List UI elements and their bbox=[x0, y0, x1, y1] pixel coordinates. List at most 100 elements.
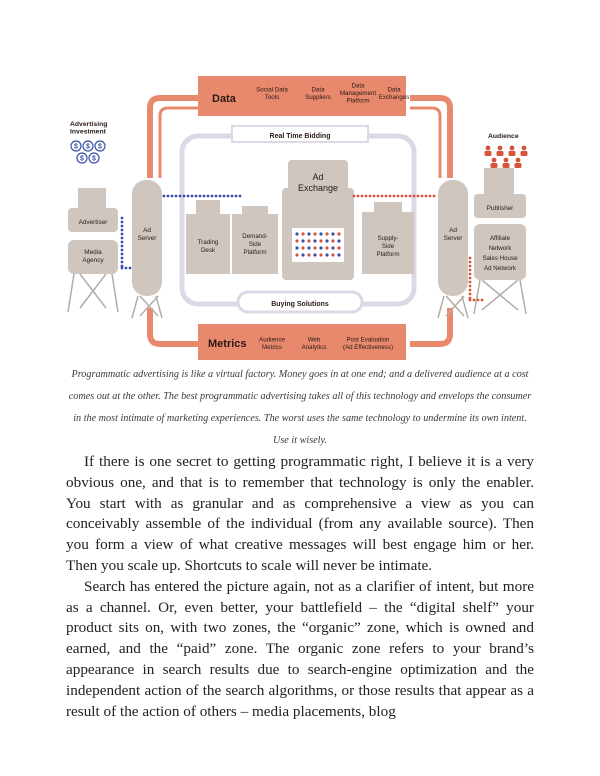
flow-dot bbox=[468, 296, 472, 300]
flow-dot bbox=[376, 194, 380, 198]
person-icon bbox=[514, 157, 522, 168]
exchange-dot bbox=[337, 239, 341, 243]
metrics-item-3: Post Evaluation(Ad Effectiveness) bbox=[343, 336, 393, 351]
exchange-dot bbox=[325, 253, 329, 257]
flow-dot bbox=[416, 194, 420, 198]
flow-dot bbox=[468, 288, 472, 292]
exchange-dot bbox=[325, 246, 329, 250]
person-icon bbox=[502, 157, 510, 168]
flow-dot bbox=[468, 264, 472, 268]
publisher-label: Publisher bbox=[487, 205, 515, 212]
exchange-dot bbox=[325, 239, 329, 243]
flow-dot bbox=[120, 240, 124, 244]
person-icon bbox=[508, 145, 516, 156]
flow-dot bbox=[234, 194, 238, 198]
flow-dot bbox=[120, 248, 124, 252]
exchange-dot bbox=[295, 239, 299, 243]
exchange-dot bbox=[307, 232, 311, 236]
flow-dot bbox=[468, 260, 472, 264]
flow-dot bbox=[214, 194, 218, 198]
coin-icon bbox=[82, 140, 94, 152]
exchange-dot bbox=[301, 246, 305, 250]
coin-symbol: $ bbox=[74, 144, 78, 151]
body-text: If there is one secret to getting progra… bbox=[66, 452, 534, 722]
buying-solutions: Buying Solutions bbox=[236, 290, 364, 314]
flow-dot bbox=[468, 268, 472, 272]
paragraph-1: If there is one secret to getting progra… bbox=[66, 453, 534, 574]
flow-dot bbox=[170, 194, 174, 198]
flow-dot bbox=[120, 232, 124, 236]
flow-dot bbox=[128, 266, 132, 270]
flow-dot bbox=[384, 194, 388, 198]
audience-label: Audience bbox=[488, 133, 519, 140]
coin-symbol: $ bbox=[86, 144, 90, 151]
flow-dot bbox=[120, 228, 124, 232]
flow-dot bbox=[480, 298, 484, 302]
metrics-bar-title: Metrics bbox=[208, 338, 247, 350]
person-icon bbox=[484, 145, 492, 156]
exchange-dot bbox=[313, 239, 317, 243]
exchange-dot bbox=[313, 232, 317, 236]
flow-dot bbox=[202, 194, 206, 198]
coin-icon bbox=[94, 140, 106, 152]
flow-dot bbox=[230, 194, 234, 198]
audience: Audience bbox=[484, 133, 528, 168]
flow-dot bbox=[360, 194, 364, 198]
coin-icon bbox=[76, 152, 88, 164]
flow-dot bbox=[424, 194, 428, 198]
flow-dot bbox=[182, 194, 186, 198]
advertiser-label: Advertiser bbox=[79, 219, 109, 226]
flow-dot bbox=[468, 280, 472, 284]
flow-dot bbox=[468, 292, 472, 296]
exchange-dot bbox=[295, 232, 299, 236]
flow-dot bbox=[432, 194, 436, 198]
flow-dot bbox=[352, 194, 356, 198]
flow-dot bbox=[412, 194, 416, 198]
exchange-dot bbox=[319, 253, 323, 257]
flow-dot bbox=[226, 194, 230, 198]
figure-caption: Programmatic advertising is like a virtu… bbox=[68, 369, 532, 446]
paragraph-2: Search has entered the picture again, no… bbox=[66, 577, 534, 720]
coin-symbol: $ bbox=[92, 156, 96, 163]
flow-dot bbox=[468, 298, 472, 302]
flow-dot bbox=[194, 194, 198, 198]
flow-dot bbox=[120, 236, 124, 240]
flow-dot bbox=[356, 194, 360, 198]
flow-dot bbox=[388, 194, 392, 198]
exchange-dot bbox=[325, 232, 329, 236]
data-bar-title: Data bbox=[212, 93, 237, 105]
flow-dot bbox=[166, 194, 170, 198]
person-icon bbox=[496, 145, 504, 156]
flow-dot bbox=[238, 194, 242, 198]
exchange-dot bbox=[337, 232, 341, 236]
flow-dot bbox=[408, 194, 412, 198]
exchange-dot bbox=[319, 232, 323, 236]
flow-dot bbox=[396, 194, 400, 198]
flow-dot bbox=[472, 298, 476, 302]
exchange-dot bbox=[307, 246, 311, 250]
exchange-dot bbox=[337, 253, 341, 257]
flow-dot bbox=[174, 194, 178, 198]
